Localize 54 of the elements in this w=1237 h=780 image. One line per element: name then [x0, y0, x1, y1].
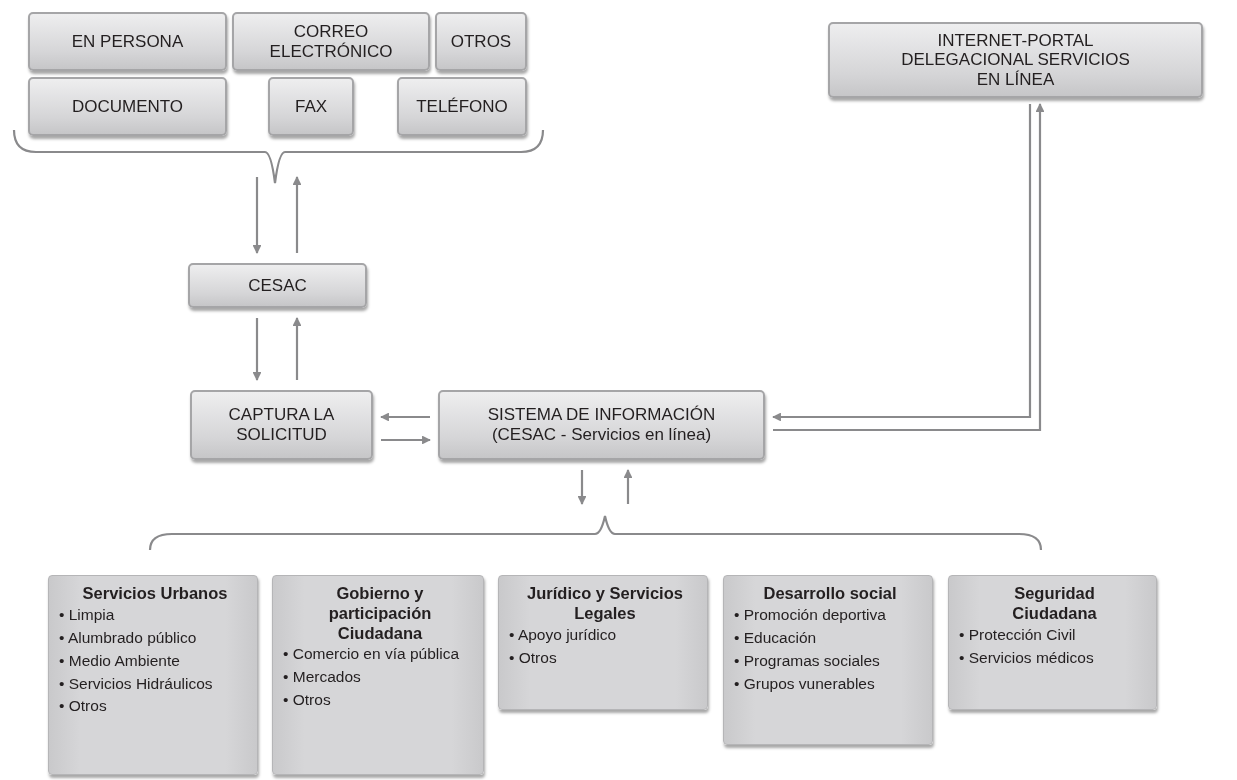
category-card [498, 575, 708, 710]
list-item: • Grupos vunerables [734, 674, 876, 694]
list-item: • Alumbrado público [59, 628, 198, 648]
list-item: • Mercados [283, 668, 362, 688]
process-box [268, 77, 354, 136]
box-label: CESAC [248, 275, 307, 296]
category-card [723, 575, 933, 745]
process-box [188, 263, 367, 308]
arrow [623, 469, 633, 504]
category-card [48, 575, 258, 775]
arrow [292, 176, 302, 253]
list-item: • Servicios Hidráulicos [59, 674, 214, 694]
category-card [272, 575, 484, 775]
arrow [381, 435, 431, 445]
category-heading: Gobierno y participación Ciudadana [327, 584, 433, 644]
list-item: • Programas sociales [734, 651, 881, 671]
box-label: SISTEMA DE INFORMACIÓN (CESAC - Servicios en línea) [486, 405, 717, 445]
box-label: CORREO ELECTRÓNICO [268, 21, 394, 62]
arrow [252, 177, 262, 254]
box-label: EN PERSONA [71, 31, 184, 52]
list-item: • Apoyo jurídico [509, 625, 618, 645]
process-box [397, 77, 527, 136]
category-heading: Jurídico y Servicios Legales [526, 584, 684, 624]
box-label: INTERNET-PORTAL DELEGACIONAL SERVICIOS EN LÍNEA [900, 30, 1131, 90]
process-box [438, 390, 765, 460]
box-label: TELÉFONO [416, 96, 508, 117]
box-label: OTROS [450, 31, 512, 52]
list-item: • Educación [734, 628, 818, 648]
box-label: DOCUMENTO [71, 96, 184, 117]
arrow [380, 412, 430, 422]
arrow [252, 318, 262, 381]
process-box [28, 12, 227, 71]
list-item: • Limpia [59, 605, 116, 625]
arrow [577, 470, 587, 505]
category-card [948, 575, 1157, 710]
box-label: CAPTURA LA SOLICITUD [227, 405, 336, 445]
process-box [190, 390, 373, 460]
category-heading: Desarrollo social [762, 584, 898, 604]
box-label: FAX [294, 96, 328, 117]
list-item: • Promoción deportiva [734, 605, 887, 625]
list-item: • Servicios médicos [959, 648, 1095, 668]
list-item: • Comercio en vía pública [283, 645, 460, 665]
process-box [232, 12, 430, 71]
category-heading: Servicios Urbanos [81, 584, 229, 604]
process-box [28, 77, 227, 136]
arrow [292, 317, 302, 380]
list-item: • Medio Ambiente [59, 651, 181, 671]
list-item: • Protección Civil [959, 625, 1077, 645]
list-item: • Otros [59, 697, 108, 717]
list-item: • Otros [283, 691, 332, 711]
list-item: • Otros [509, 648, 558, 668]
process-box [435, 12, 527, 71]
process-box [828, 22, 1203, 98]
category-heading: Seguridad Ciudadana [1011, 584, 1098, 624]
